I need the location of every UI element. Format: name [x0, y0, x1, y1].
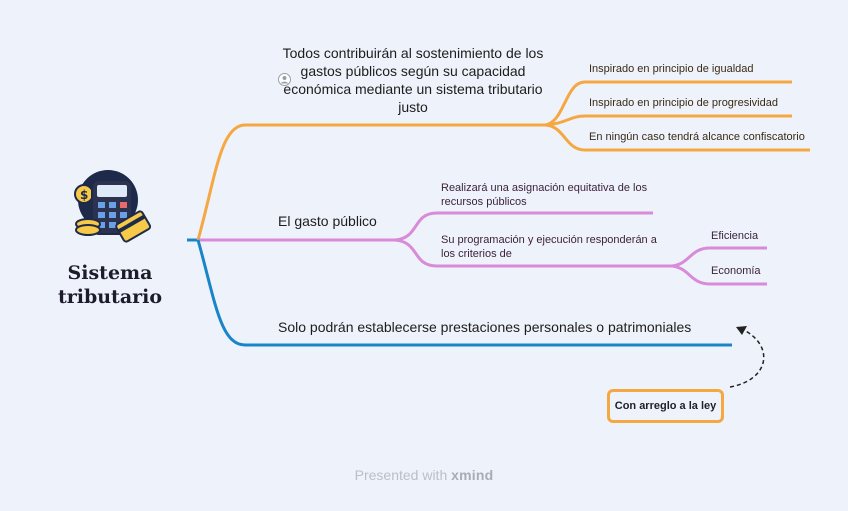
- branch-2-title[interactable]: El gasto público: [278, 213, 377, 229]
- svg-text:$: $: [80, 188, 88, 202]
- leaf-2-1[interactable]: Realizará una asignación equitativa de l…: [441, 181, 666, 209]
- branch-1-title[interactable]: Todos contribuirán al sostenimiento de l…: [278, 44, 548, 116]
- calculator-money-icon: $: [72, 170, 156, 255]
- leaf-1-1[interactable]: Inspirado en principio de igualdad: [589, 63, 754, 75]
- relationship-arrowhead: [736, 326, 747, 335]
- leaf-1-2[interactable]: Inspirado en principio de progresividad: [589, 97, 778, 109]
- callout-topic[interactable]: Con arreglo a la ley: [607, 389, 724, 423]
- leaf-1-2-connector: [545, 116, 792, 125]
- footer-prefix: Presented with: [355, 467, 448, 483]
- leaf-2-2[interactable]: Su programación y ejecución responderán …: [441, 233, 669, 261]
- footer-watermark: Presented with xmind: [0, 467, 848, 483]
- relationship-arrow: [730, 329, 764, 387]
- branch-3-title[interactable]: Solo podrán establecerse prestaciones pe…: [278, 319, 691, 335]
- footer-brand: xmind: [451, 467, 493, 483]
- root-topic-title[interactable]: Sistema tributario: [40, 261, 180, 309]
- leaf-1-3[interactable]: En ningún caso tendrá alcance confiscato…: [589, 131, 805, 143]
- leaf-2-2-1[interactable]: Eficiencia: [711, 229, 758, 243]
- leaf-2-2-2[interactable]: Economía: [711, 264, 761, 278]
